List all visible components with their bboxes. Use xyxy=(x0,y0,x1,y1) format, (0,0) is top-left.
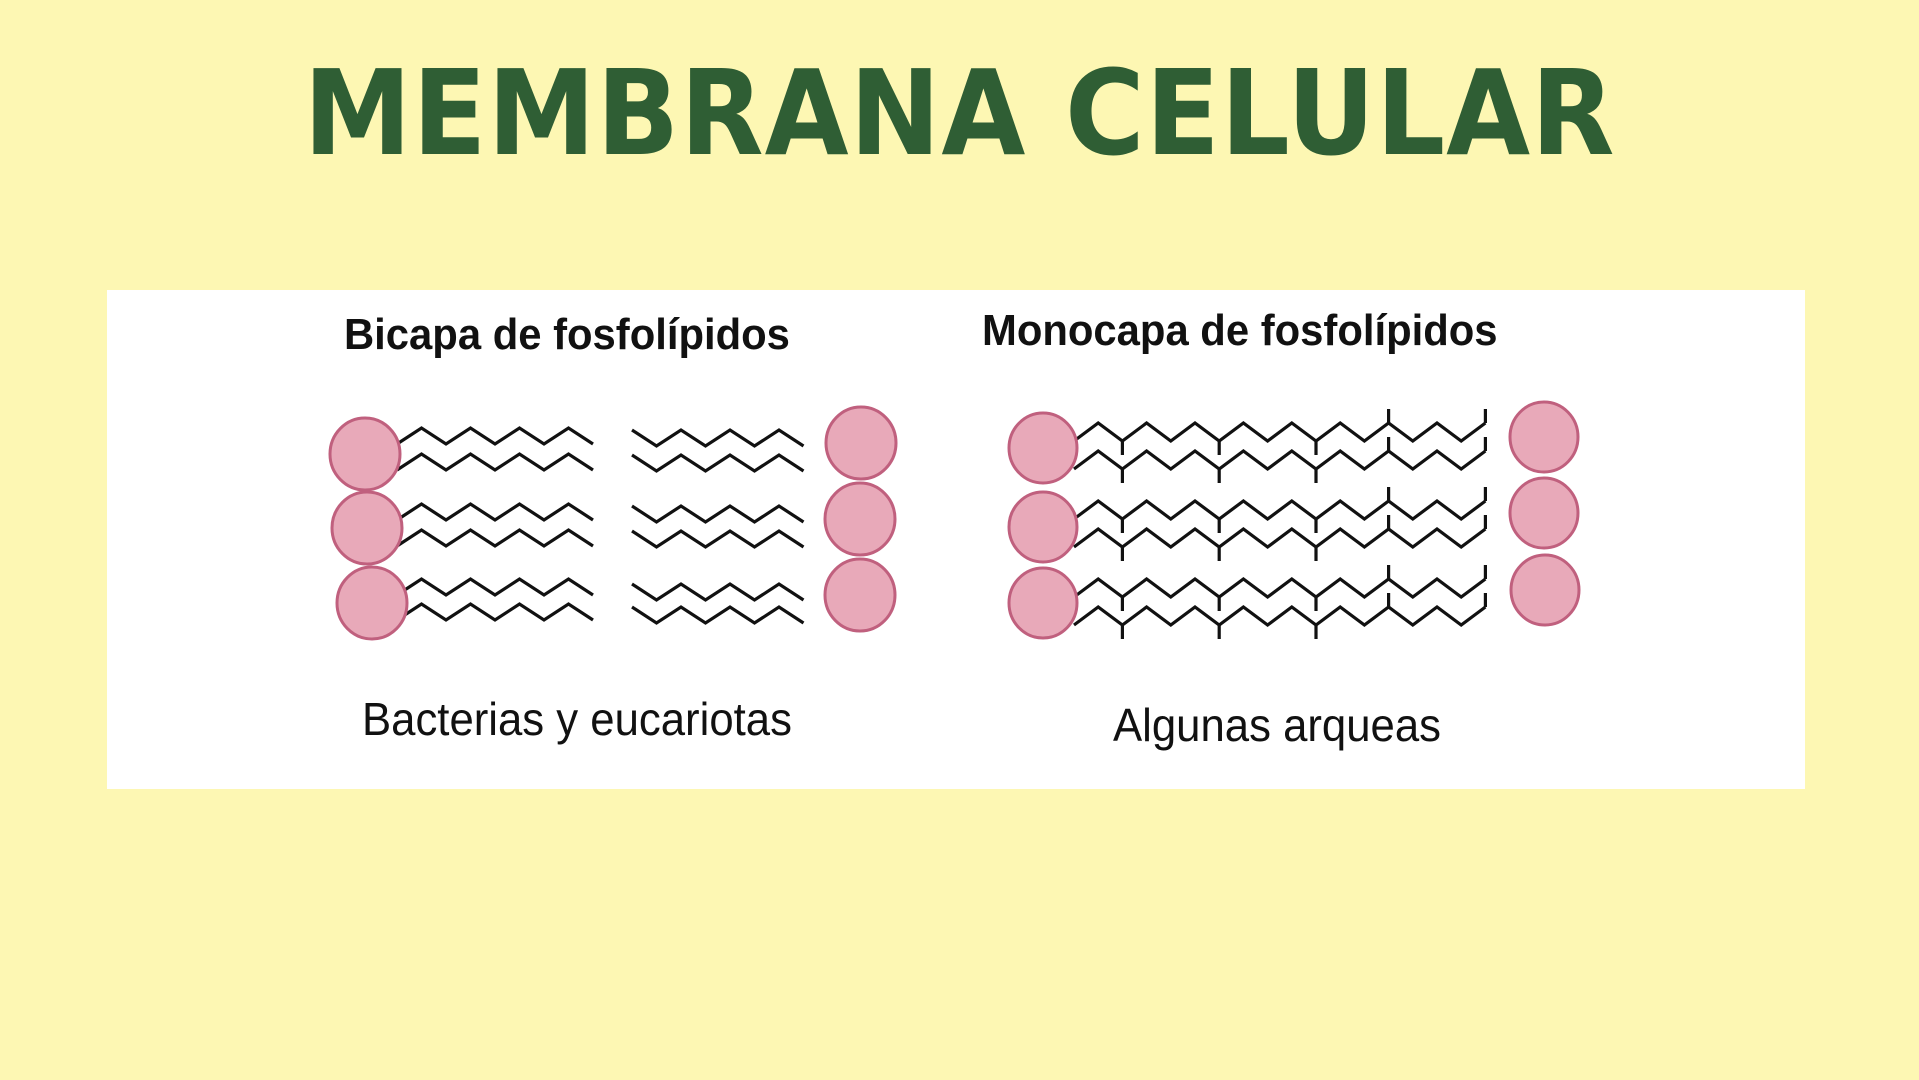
phospholipid-head-icon xyxy=(330,490,404,566)
fatty-acid-tail xyxy=(396,502,594,522)
fatty-acid-tail xyxy=(631,428,805,448)
phospholipid-diagram xyxy=(328,400,1581,641)
isoprenoid-tail xyxy=(1073,499,1487,521)
bilayer-caption: Bacterias y eucariotas xyxy=(362,693,792,745)
fatty-acid-tail xyxy=(631,605,805,625)
bilayer-heading: Bicapa de fosfolípidos xyxy=(344,310,790,359)
fatty-acid-tail xyxy=(396,426,594,446)
bilayer-illustration xyxy=(328,405,898,641)
phospholipid-head-icon xyxy=(1007,566,1079,640)
isoprenoid-tail xyxy=(1073,527,1487,549)
diagram-panel: Bicapa de fosfolípidos Monocapa de fosfo… xyxy=(107,290,1805,789)
monolayer-heading: Monocapa de fosfolípidos xyxy=(982,306,1498,355)
fatty-acid-tail xyxy=(631,529,805,549)
phospholipid-head-icon xyxy=(1007,490,1079,564)
page-title: MEMBRANA CELULAR xyxy=(303,44,1616,182)
phospholipid-head-icon xyxy=(823,557,897,633)
isoprenoid-tail xyxy=(1073,421,1487,443)
phospholipid-head-icon xyxy=(335,565,409,641)
isoprenoid-tail xyxy=(1073,605,1487,627)
monolayer-illustration xyxy=(1007,400,1581,640)
fatty-acid-tail xyxy=(396,452,594,472)
phospholipid-head-icon xyxy=(824,405,898,481)
phospholipid-head-icon xyxy=(1508,400,1580,474)
isoprenoid-tail xyxy=(1073,449,1487,471)
fatty-acid-tail xyxy=(631,582,805,602)
isoprenoid-tail xyxy=(1073,577,1487,599)
fatty-acid-tail xyxy=(631,453,805,473)
phospholipid-head-icon xyxy=(1007,411,1079,485)
fatty-acid-tail xyxy=(396,528,594,548)
fatty-acid-tail xyxy=(631,504,805,524)
phospholipid-head-icon xyxy=(328,416,402,492)
fatty-acid-tail xyxy=(396,577,594,597)
monolayer-caption: Algunas arqueas xyxy=(1113,699,1441,751)
phospholipid-head-icon xyxy=(823,481,897,557)
phospholipid-head-icon xyxy=(1508,476,1580,550)
fatty-acid-tail xyxy=(396,602,594,622)
phospholipid-head-icon xyxy=(1509,553,1581,627)
